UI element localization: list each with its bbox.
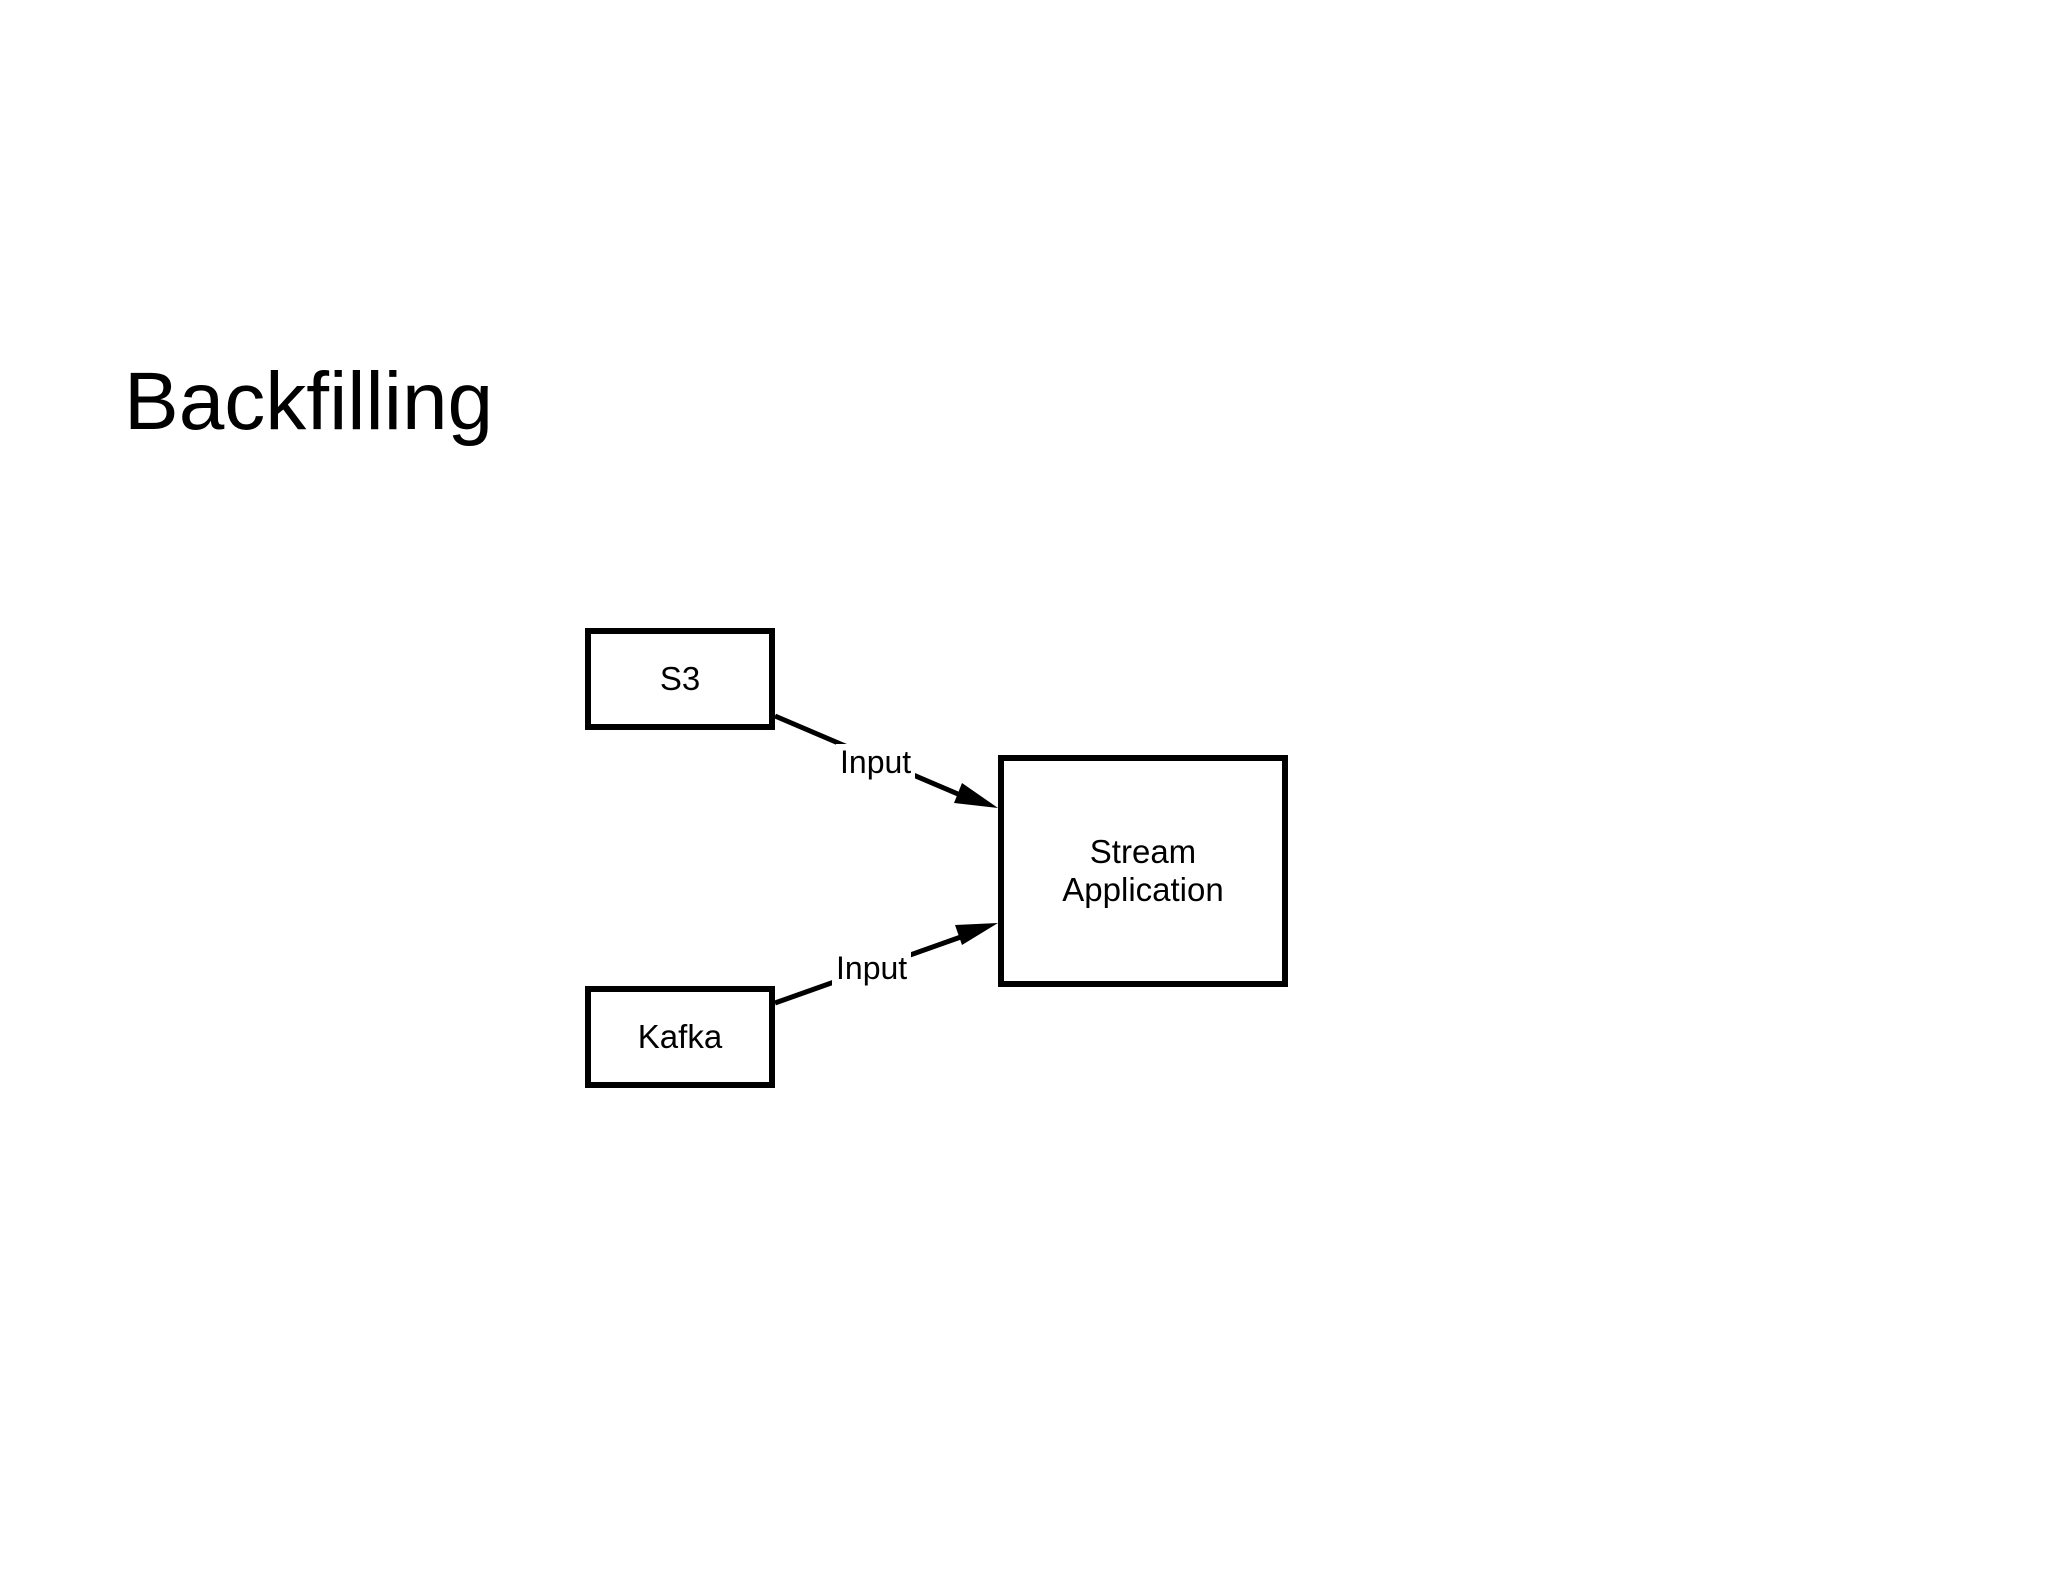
node-stream-application: Stream Application — [998, 755, 1288, 987]
node-s3-label: S3 — [659, 660, 701, 697]
node-app-label-line2: Application — [1062, 871, 1224, 908]
arrowhead-icon — [955, 923, 998, 945]
node-kafka-label: Kafka — [637, 1018, 723, 1055]
node-app-label: Stream Application — [1062, 833, 1223, 909]
node-s3: S3 — [585, 628, 775, 730]
node-kafka: Kafka — [585, 986, 775, 1088]
edge-label-kafka-input: Input — [832, 950, 912, 986]
edge-label-s3-input: Input — [836, 744, 916, 780]
slide-title: Backfilling — [124, 356, 494, 447]
arrowhead-icon — [954, 783, 998, 808]
node-app-label-line1: Stream — [1089, 833, 1197, 870]
